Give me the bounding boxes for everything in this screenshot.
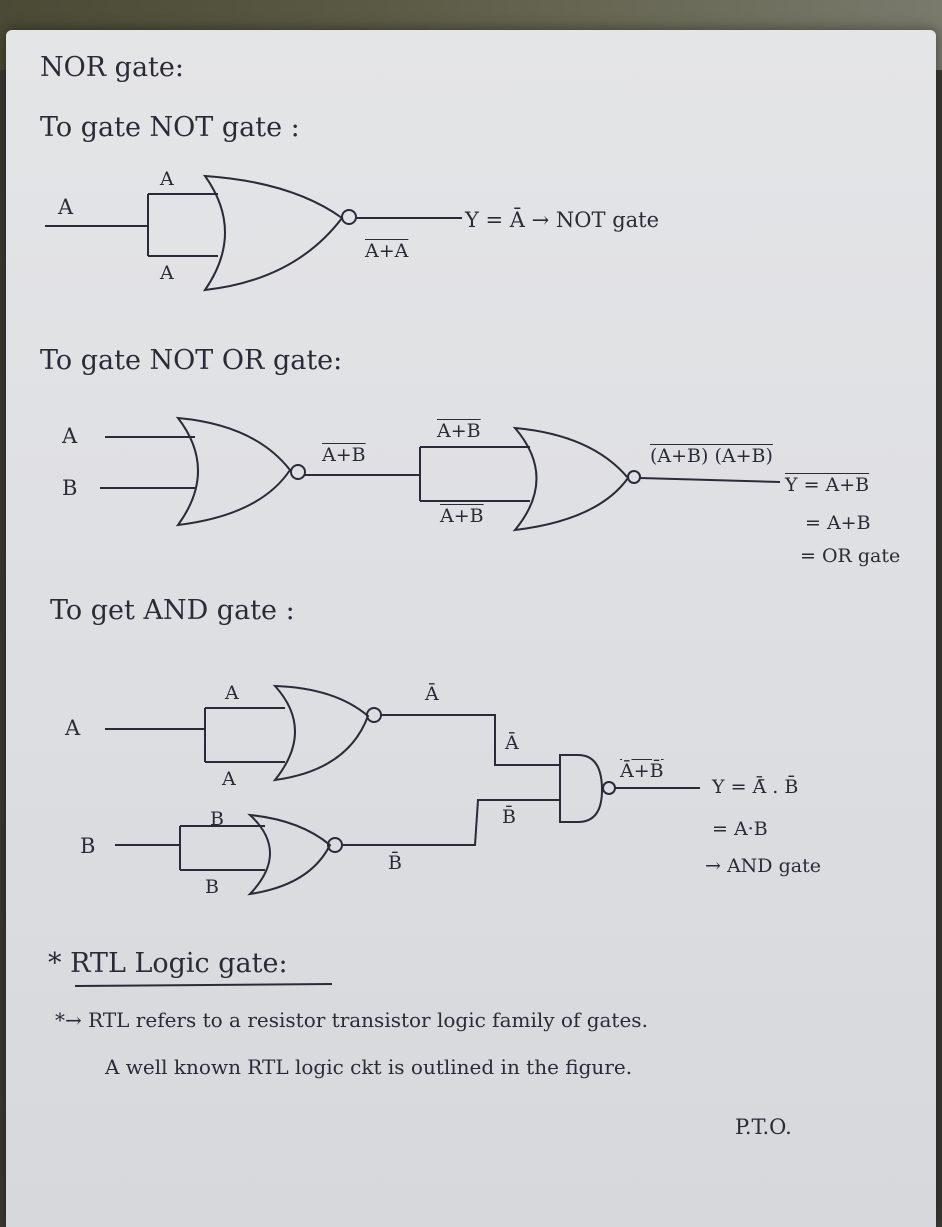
and-input-b-label: B <box>80 834 96 858</box>
rtl-description-line: A well known RTL logic ckt is outlined i… <box>105 1055 633 1079</box>
or-result-line3: = OR gate <box>800 545 901 567</box>
rtl-definition-line: *→ RTL refers to a resistor transistor l… <box>55 1008 648 1032</box>
or-stage2-output: (A+B) (A+B) <box>650 445 773 467</box>
and-gate2-output-label: B̄ <box>388 852 402 874</box>
and-section-heading: To get AND gate : <box>50 595 295 626</box>
rtl-heading: * RTL Logic gate: <box>48 948 288 979</box>
or-input-b-label: B <box>62 476 78 500</box>
nor-gate-not <box>202 174 344 292</box>
nor-gate-and-2 <box>247 813 332 896</box>
or-input-a-label: A <box>62 424 78 448</box>
not-branch-top-label: A <box>160 168 174 190</box>
and-input-a-label: A <box>65 716 81 740</box>
nor-gate-and-final <box>559 754 604 823</box>
and-gate1-branch-label: Ā <box>505 732 519 754</box>
or-branch-top-label: A+B <box>437 420 481 442</box>
or-section-heading: To gate NOT OR gate: <box>40 345 343 376</box>
not-output-expression: A+A <box>365 240 409 262</box>
and-result-line3: → AND gate <box>705 855 821 877</box>
and-final-output-label: Ā+B̄ <box>620 760 664 782</box>
and-gate1-output-label: Ā <box>425 683 439 705</box>
and-result-line1: Y = Ā̄ . B̄̄ <box>712 776 799 798</box>
nor-gate-or-2 <box>512 426 630 532</box>
page-turn-note: P.T.O. <box>735 1115 792 1139</box>
or-result-line2: = A+B <box>805 512 871 534</box>
and-gate1-bottom-label: A <box>222 768 236 790</box>
and-gate2-top-label: B <box>210 808 224 830</box>
nor-gate-and-1 <box>272 684 370 782</box>
nor-gate-or-1 <box>175 416 292 527</box>
or-result-line1: Y = A+B <box>785 474 870 496</box>
not-section-heading: To gate NOT gate : <box>40 112 300 143</box>
page-title: NOR gate: <box>40 52 184 83</box>
not-result: Y = Ā → NOT gate <box>465 208 660 232</box>
not-input-label: A <box>58 195 74 219</box>
not-branch-bottom-label: A <box>160 262 174 284</box>
or-branch-bottom-label: A+B <box>440 505 484 527</box>
and-gate2-bottom-label: B <box>205 876 219 898</box>
and-result-line2: = A·B <box>712 818 768 840</box>
and-gate1-top-label: A <box>225 682 239 704</box>
notebook-page <box>6 30 936 1227</box>
or-stage1-output: A+B <box>322 444 366 466</box>
inversion-bubble <box>341 209 357 225</box>
and-gate2-branch-label: B̄ <box>502 806 516 828</box>
